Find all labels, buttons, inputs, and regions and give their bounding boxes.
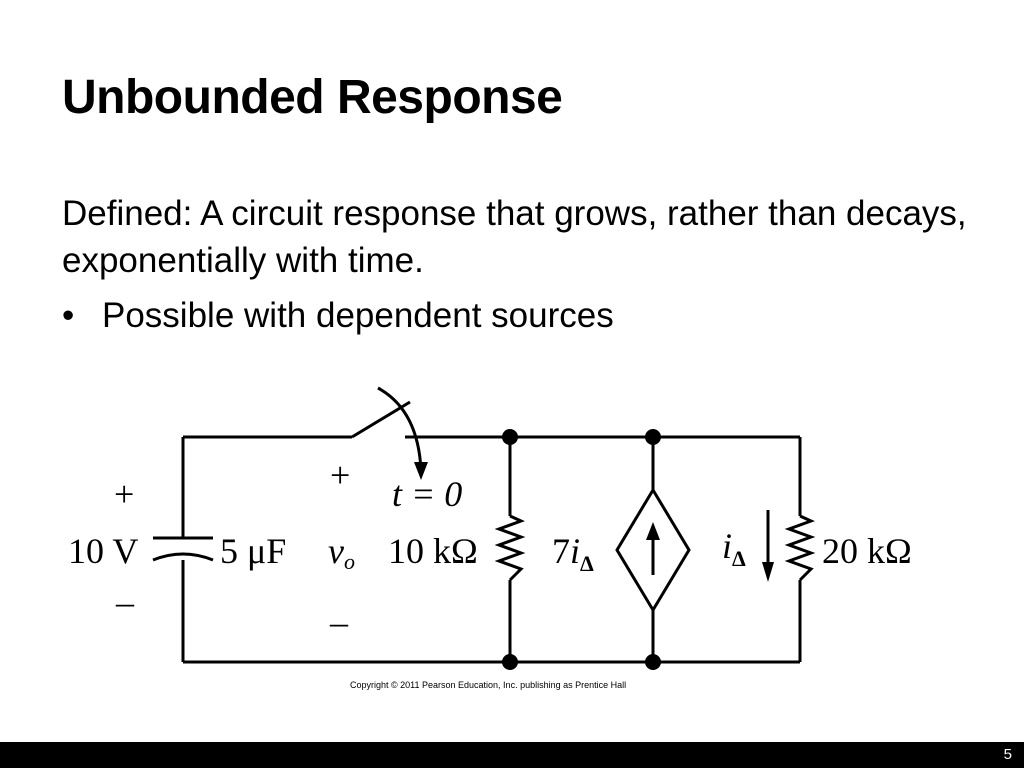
dependent-coef: 7 <box>552 531 570 571</box>
source-plus-label: + <box>114 474 134 514</box>
vo-subscript: o <box>344 549 355 574</box>
dependent-source-label: 7iΔ <box>552 531 594 576</box>
vo-plus-label: + <box>330 455 350 495</box>
current-arrow-head <box>762 562 774 582</box>
capacitor-label: 5 μF <box>220 531 286 571</box>
copyright-text: Copyright © 2011 Pearson Education, Inc.… <box>350 680 627 690</box>
switch-arrow-head <box>414 462 428 480</box>
switch-arrow-arc <box>377 386 423 471</box>
current-i: i <box>722 526 732 566</box>
source-minus-label: – <box>115 582 135 622</box>
resistor-20k-label: 20 kΩ <box>822 531 912 571</box>
switch-time-label: t = 0 <box>392 474 462 514</box>
resistor-10k <box>494 514 526 582</box>
slide-title: Unbounded Response <box>62 71 563 124</box>
current-delta: Δ <box>732 546 746 571</box>
vo-symbol: v <box>328 531 344 571</box>
current-label: iΔ <box>722 526 746 571</box>
bullet-item: • Possible with dependent sources <box>62 292 614 339</box>
dependent-source-diamond <box>615 487 691 613</box>
bullet-text: Possible with dependent sources <box>102 296 614 335</box>
footer-bar: 5 <box>0 742 1024 768</box>
node-top-2 <box>645 429 661 445</box>
dependent-delta: Δ <box>580 551 594 576</box>
definition-text: Defined: A circuit response that grows, … <box>62 194 967 280</box>
node-bottom-2 <box>645 654 661 670</box>
resistor-20k <box>784 514 816 582</box>
vo-label: vo <box>328 531 355 574</box>
bullet-symbol: • <box>62 296 75 335</box>
resistor-10k-label: 10 kΩ <box>388 531 478 571</box>
source-voltage-label: 10 V <box>68 531 138 571</box>
dependent-source-arrow-head <box>646 522 660 540</box>
node-bottom-1 <box>502 654 518 670</box>
circuit-diagram: + 10 V – 5 μF + vo – t = 0 10 kΩ 7iΔ iΔ … <box>68 386 912 670</box>
capacitor-plate-bottom <box>152 552 214 562</box>
node-top-1 <box>502 429 518 445</box>
page-number: 5 <box>1003 746 1012 763</box>
dependent-i: i <box>570 531 580 571</box>
vo-minus-label: – <box>329 602 349 642</box>
